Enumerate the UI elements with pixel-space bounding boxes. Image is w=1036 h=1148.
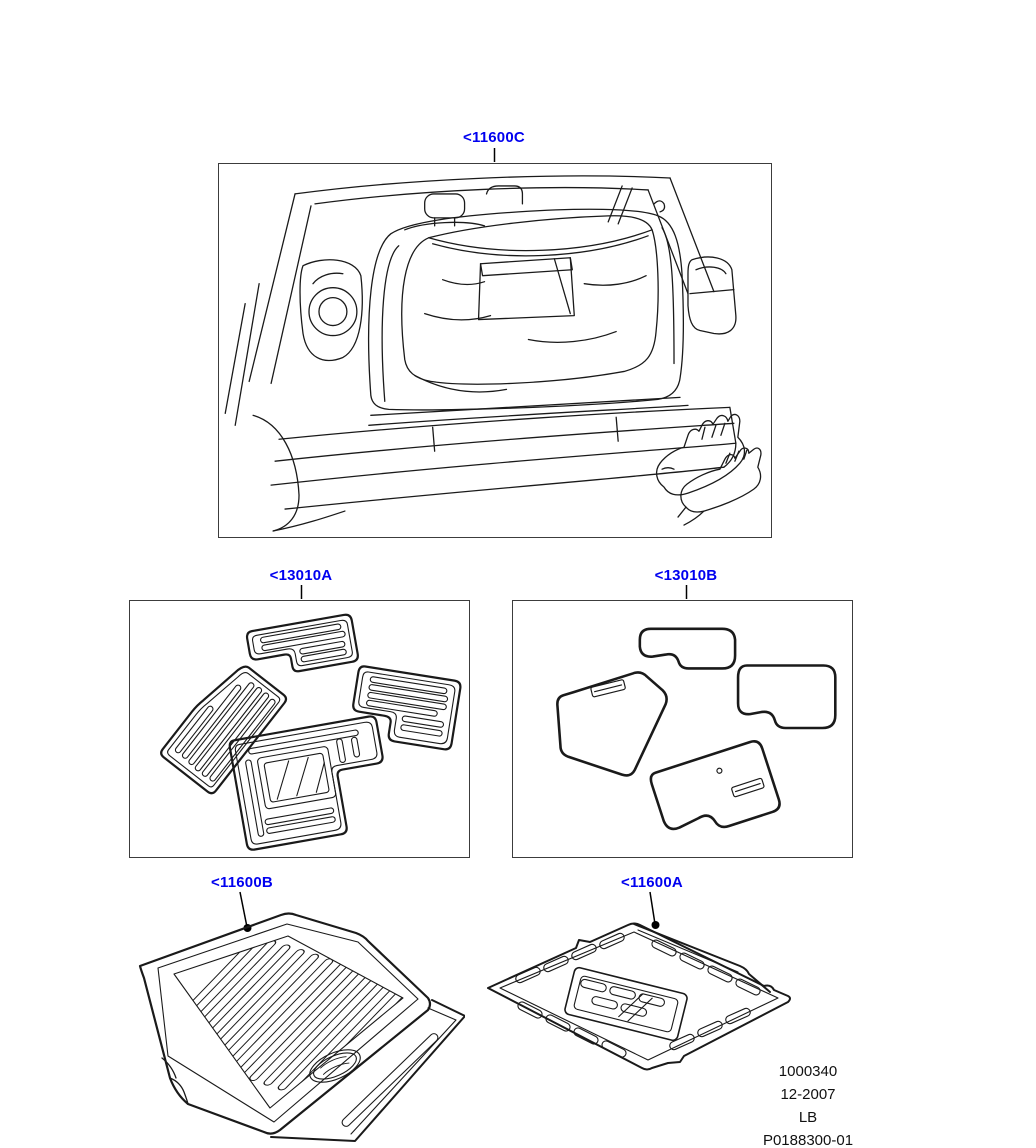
- part-link-13010B[interactable]: <13010B: [654, 567, 718, 584]
- illustration-frame-13010A: [129, 600, 470, 858]
- land-rover-badge-icon: [309, 1049, 361, 1083]
- loadspace-rubber-tray-illustration: [138, 912, 465, 1142]
- part-link-13010A[interactable]: <13010A: [269, 567, 333, 584]
- drawing-reference-block: 1000340 12-2007 LB P0188300-01: [742, 1060, 874, 1148]
- part-link-11600B[interactable]: <11600B: [211, 874, 273, 891]
- loadspace-flat-mat-illustration: [487, 922, 791, 1071]
- part-link-11600A[interactable]: <11600A: [621, 874, 683, 891]
- part-link-11600C[interactable]: <11600C: [463, 129, 525, 146]
- rubber-floor-mat-set-illustration: [160, 613, 462, 851]
- reference-number: 1000340: [778, 1063, 838, 1080]
- illustration-frame-13010B: [512, 600, 853, 858]
- illustration-frame-11600C: [218, 163, 772, 538]
- reference-date: 12-2007: [780, 1086, 836, 1103]
- carpet-floor-mat-set-illustration: [556, 627, 837, 831]
- vehicle-rear-cargo-bag-with-gloves-illustration: [224, 175, 762, 532]
- plate-number: P0188300-01: [762, 1132, 854, 1148]
- reference-code: LB: [798, 1109, 818, 1126]
